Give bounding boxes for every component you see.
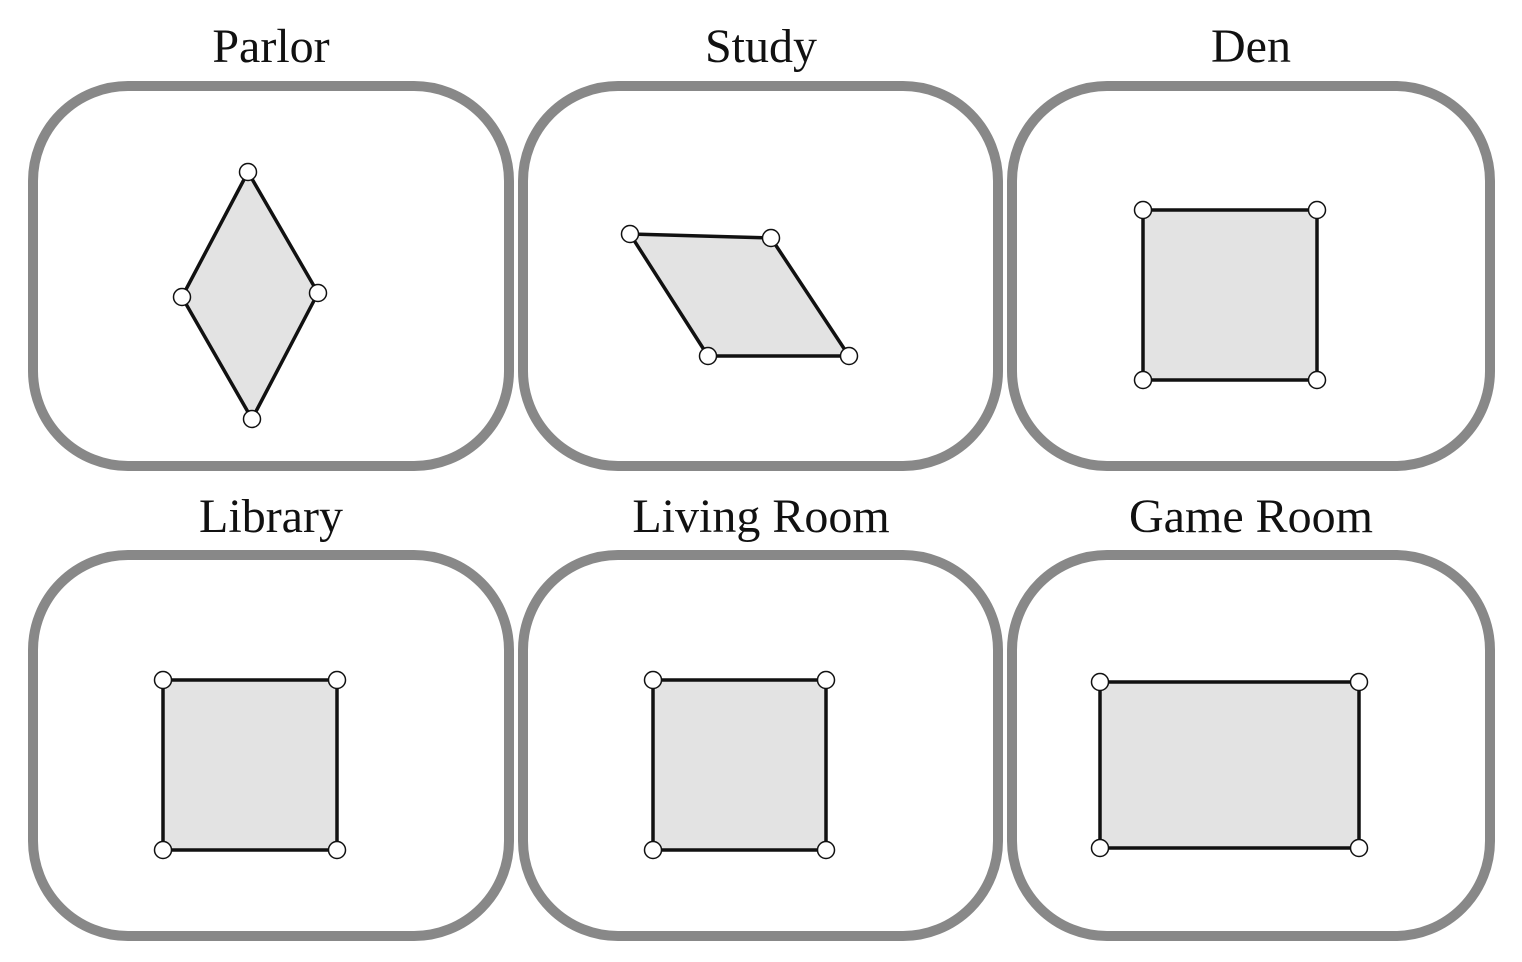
- room-title: Living Room: [632, 490, 889, 543]
- vertex-handle[interactable]: [1307, 370, 1327, 390]
- vertex-handle[interactable]: [308, 283, 328, 303]
- room-title: Study: [705, 20, 817, 73]
- room-game-room: Game Room: [1007, 490, 1495, 941]
- vertex-handle[interactable]: [153, 670, 173, 690]
- vertex-handle[interactable]: [327, 670, 347, 690]
- room-title: Den: [1211, 20, 1291, 73]
- square-shape: [1141, 208, 1319, 382]
- vertex-handle[interactable]: [643, 670, 663, 690]
- vertex-handle[interactable]: [172, 287, 192, 307]
- room-study: Study: [518, 20, 1003, 471]
- vertex-handle[interactable]: [1349, 672, 1369, 692]
- vertex-handle[interactable]: [1133, 200, 1153, 220]
- room-library: Library: [28, 490, 514, 941]
- room-title: Parlor: [212, 20, 329, 73]
- vertex-handle[interactable]: [839, 346, 859, 366]
- vertex-handle[interactable]: [816, 840, 836, 860]
- vertex-handle[interactable]: [1090, 838, 1110, 858]
- rectangle-shape: [1098, 680, 1361, 850]
- vertex-handle[interactable]: [1307, 200, 1327, 220]
- vertex-handle[interactable]: [1090, 672, 1110, 692]
- vertex-handle[interactable]: [242, 409, 262, 429]
- room-den: Den: [1007, 20, 1495, 471]
- vertex-handle[interactable]: [620, 224, 640, 244]
- vertex-handle[interactable]: [816, 670, 836, 690]
- room-title: Library: [199, 490, 343, 543]
- vertex-handle[interactable]: [1349, 838, 1369, 858]
- vertex-handle[interactable]: [238, 162, 258, 182]
- vertex-handle[interactable]: [327, 840, 347, 860]
- square-shape: [161, 678, 339, 852]
- vertex-handle[interactable]: [1133, 370, 1153, 390]
- vertex-handle[interactable]: [153, 840, 173, 860]
- vertex-handle[interactable]: [643, 840, 663, 860]
- vertex-handle[interactable]: [698, 346, 718, 366]
- square-shape: [651, 678, 828, 852]
- room-parlor: Parlor: [28, 20, 514, 471]
- room-living-room: Living Room: [518, 490, 1003, 941]
- vertex-handle[interactable]: [761, 228, 781, 248]
- room-title: Game Room: [1129, 490, 1373, 543]
